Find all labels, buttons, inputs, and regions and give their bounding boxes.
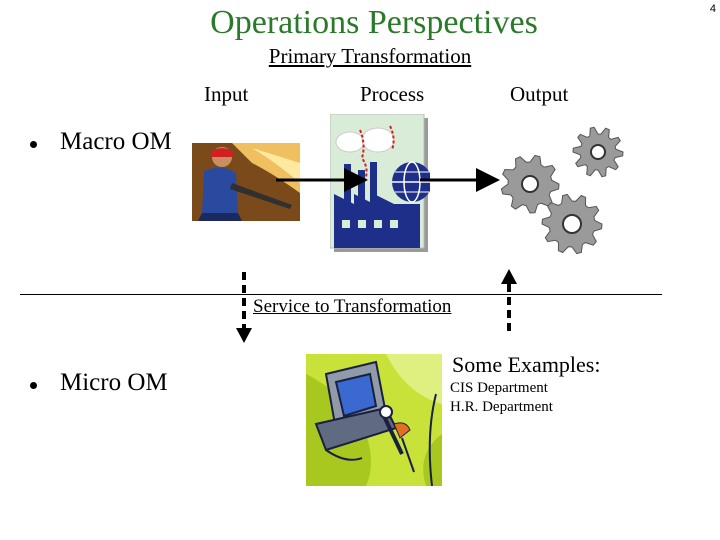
gear-hole [590, 144, 606, 160]
page-number: 4 [709, 3, 716, 15]
micro-om-label: Micro OM [60, 369, 168, 396]
section-divider [20, 294, 662, 295]
bullet-icon [30, 141, 37, 148]
input-heading: Input [204, 82, 249, 106]
output-heading: Output [510, 82, 569, 106]
computer-repair-icon [306, 354, 442, 487]
up-arrow-head [501, 269, 517, 284]
service-label: Service to Transformation [253, 296, 452, 318]
down-arrow-head [236, 328, 252, 343]
example-item: H.R. Department [450, 399, 553, 415]
slide-subtitle: Primary Transformation [268, 44, 472, 68]
factory-globe-icon [329, 113, 432, 254]
gears-icon [484, 124, 634, 264]
example-item: CIS Department [450, 380, 548, 396]
macro-om-label: Macro OM [60, 128, 172, 155]
macro-om-bullet: Macro OM [30, 128, 172, 156]
slide-title: Operations Perspectives [210, 4, 538, 41]
gear-hole [562, 214, 582, 234]
process-heading: Process [360, 82, 425, 106]
micro-om-bullet: Micro OM [30, 369, 168, 397]
gear-hole [521, 175, 539, 193]
examples-heading: Some Examples: [452, 352, 601, 377]
bullet-icon [30, 382, 37, 389]
